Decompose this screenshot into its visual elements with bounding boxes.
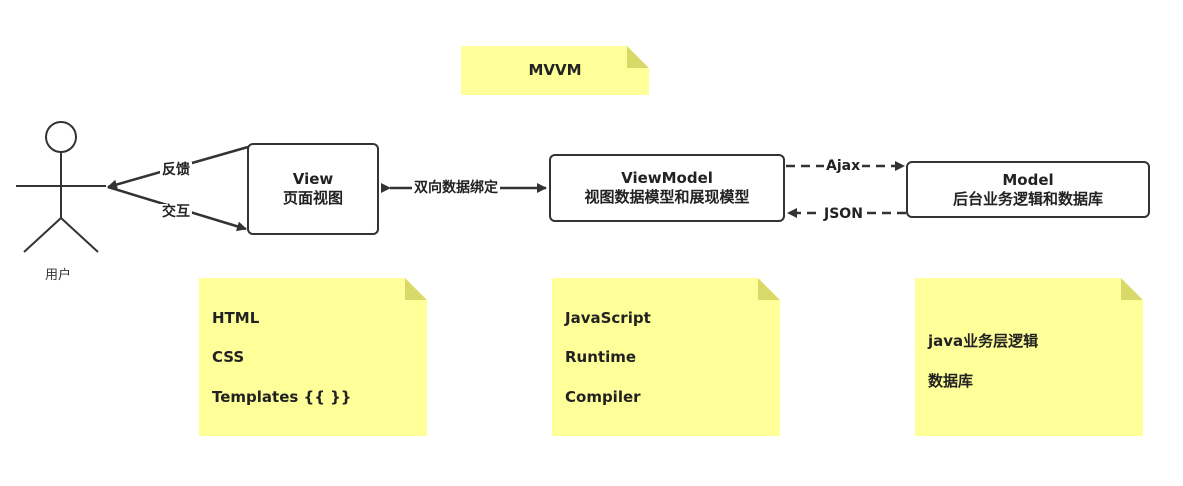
binding-label: 双向数据绑定 [412,180,500,196]
json-label: JSON [822,206,865,222]
ajax-label: Ajax [824,158,863,174]
user-label: 用户 [45,268,72,283]
viewmodel-tech-item: Runtime [565,348,637,366]
user-actor-icon [16,121,106,253]
view-subtitle: 页面视图 [282,189,343,207]
view-tech-item: Templates {{ }} [212,388,352,406]
model-tech-item: java业务层逻辑 [928,332,1039,350]
model-tech-note: java业务层逻辑 数据库 [915,278,1143,436]
viewmodel-tech-item: Compiler [565,388,641,406]
view-tech-note: HTML CSS Templates {{ }} [199,278,427,436]
model-title: Model [1002,170,1054,189]
interaction-label: 交互 [160,204,192,220]
view-tech-item: HTML [212,309,260,327]
feedback-label: 反馈 [160,162,192,178]
viewmodel-tech-item: JavaScript [565,309,651,327]
viewmodel-title: ViewModel [621,169,713,187]
model-box: Model 后台业务逻辑和数据库 [906,161,1150,218]
viewmodel-subtitle: 视图数据模型和展现模型 [584,188,750,206]
view-title: View [292,170,334,188]
view-tech-item: CSS [212,348,245,366]
viewmodel-tech-note: JavaScript Runtime Compiler [552,278,780,436]
model-tech-item: 数据库 [928,372,974,390]
model-subtitle: 后台业务逻辑和数据库 [952,189,1103,208]
title-note: MVVM [461,46,649,95]
title-note-text: MVVM [528,61,582,79]
viewmodel-box: ViewModel 视图数据模型和展现模型 [549,154,785,222]
view-box: View 页面视图 [247,143,379,235]
